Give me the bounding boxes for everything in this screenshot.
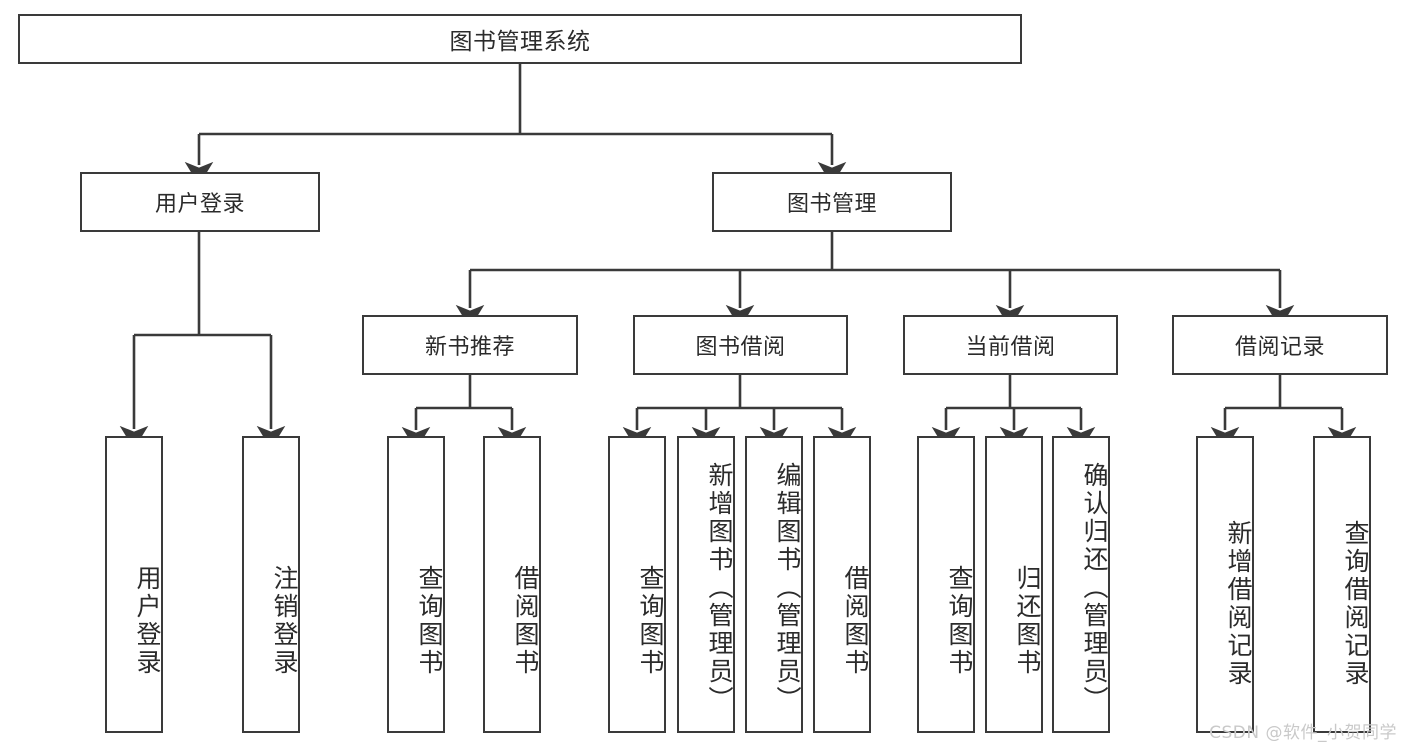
node-current-borrowing[interactable]: 当前借阅 [903,315,1118,375]
node-root-system[interactable]: 图书管理系统 [18,14,1022,64]
csdn-watermark: CSDN @软件_小贺同学 [1209,723,1397,743]
leaf-record-query-record[interactable]: 查询借阅记录 [1313,436,1371,733]
leaf-borrow-borrow-book[interactable]: 借阅图书 [813,436,871,733]
leaf-borrow-add-book-admin[interactable]: 新增图书（管理员） [677,436,735,733]
leaf-current-query-book[interactable]: 查询图书 [917,436,975,733]
node-new-book-recommendation[interactable]: 新书推荐 [362,315,578,375]
node-borrowing-record[interactable]: 借阅记录 [1172,315,1388,375]
node-book-borrowing[interactable]: 图书借阅 [633,315,848,375]
leaf-logout[interactable]: 注销登录 [242,436,300,733]
leaf-current-return-book[interactable]: 归还图书 [985,436,1043,733]
leaf-record-add-record[interactable]: 新增借阅记录 [1196,436,1254,733]
node-book-management[interactable]: 图书管理 [712,172,952,232]
leaf-borrow-edit-book-admin[interactable]: 编辑图书（管理员） [745,436,803,733]
leaf-recommend-borrow-book[interactable]: 借阅图书 [483,436,541,733]
leaf-current-confirm-return-admin[interactable]: 确认归还（管理员） [1052,436,1110,733]
leaf-recommend-query-book[interactable]: 查询图书 [387,436,445,733]
leaf-user-login[interactable]: 用户登录 [105,436,163,733]
leaf-borrow-query-book[interactable]: 查询图书 [608,436,666,733]
node-user-login[interactable]: 用户登录 [80,172,320,232]
